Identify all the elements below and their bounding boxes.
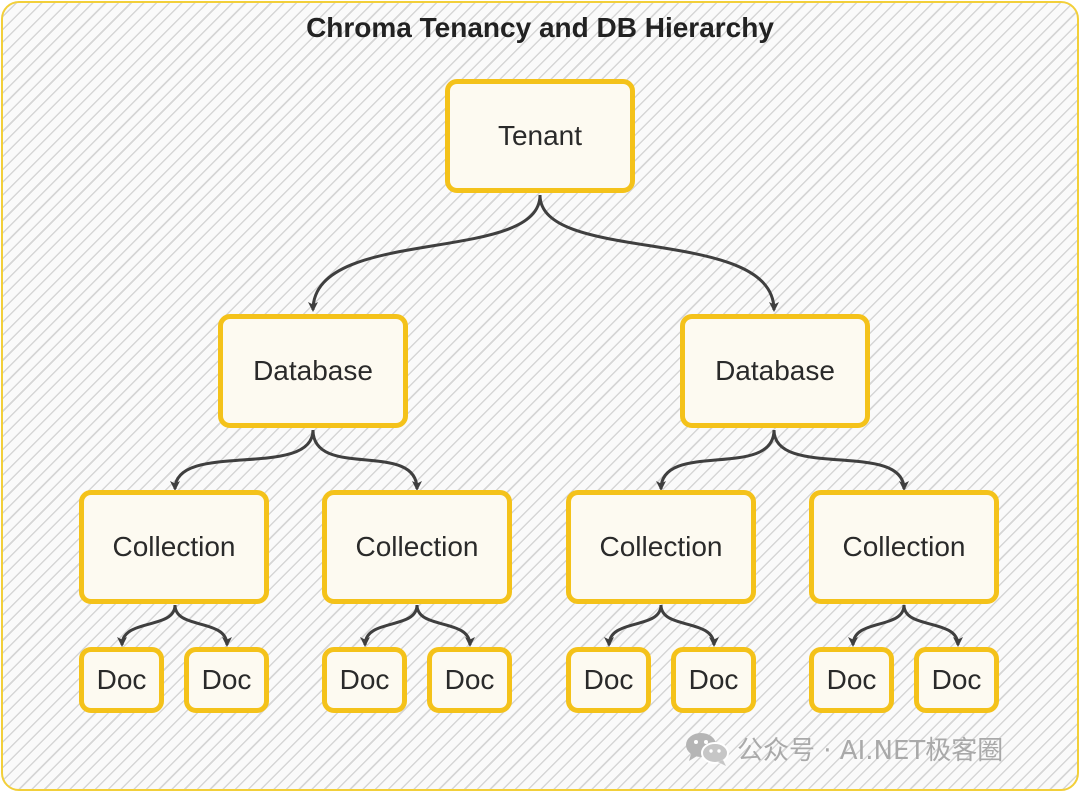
node-doc-7: Doc [809, 647, 894, 713]
node-doc-4: Doc [427, 647, 512, 713]
edge-db1-c2 [311, 429, 422, 491]
edge-c4-d7 [848, 604, 906, 647]
node-doc-1: Doc [79, 647, 164, 713]
wechat-icon [686, 733, 729, 766]
node-doc-6: Doc [671, 647, 756, 713]
edge-c2-d3 [360, 604, 419, 647]
node-tenant: Tenant [445, 79, 635, 193]
edge-db1-c1 [170, 429, 315, 491]
edge-c1-d1 [117, 604, 177, 647]
node-doc-3: Doc [322, 647, 407, 713]
edge-c3-d6 [659, 604, 719, 647]
edge-c3-d5 [604, 604, 663, 647]
diagram-title: Chroma Tenancy and DB Hierarchy [306, 12, 774, 43]
node-doc-8: Doc [914, 647, 999, 713]
node-collection-4: Collection [809, 490, 999, 604]
edge-tenant-db1 [308, 194, 542, 312]
edge-c1-d2 [173, 604, 232, 647]
node-collection-3: Collection [566, 490, 756, 604]
node-database-2: Database [680, 314, 870, 428]
edge-c2-d4 [415, 604, 475, 647]
node-collection-1: Collection [79, 490, 269, 604]
watermark-text: 公众号 · AI.NET极客圈 [737, 735, 1004, 766]
watermark: 公众号 · AI.NET极客圈 [683, 728, 1003, 768]
edge-db2-c3 [656, 429, 776, 491]
edge-tenant-db2 [538, 194, 779, 312]
edge-c4-d8 [902, 604, 963, 647]
node-database-1: Database [218, 314, 408, 428]
node-collection-2: Collection [322, 490, 512, 604]
edge-db2-c4 [772, 429, 909, 491]
node-doc-5: Doc [566, 647, 651, 713]
node-doc-2: Doc [184, 647, 269, 713]
